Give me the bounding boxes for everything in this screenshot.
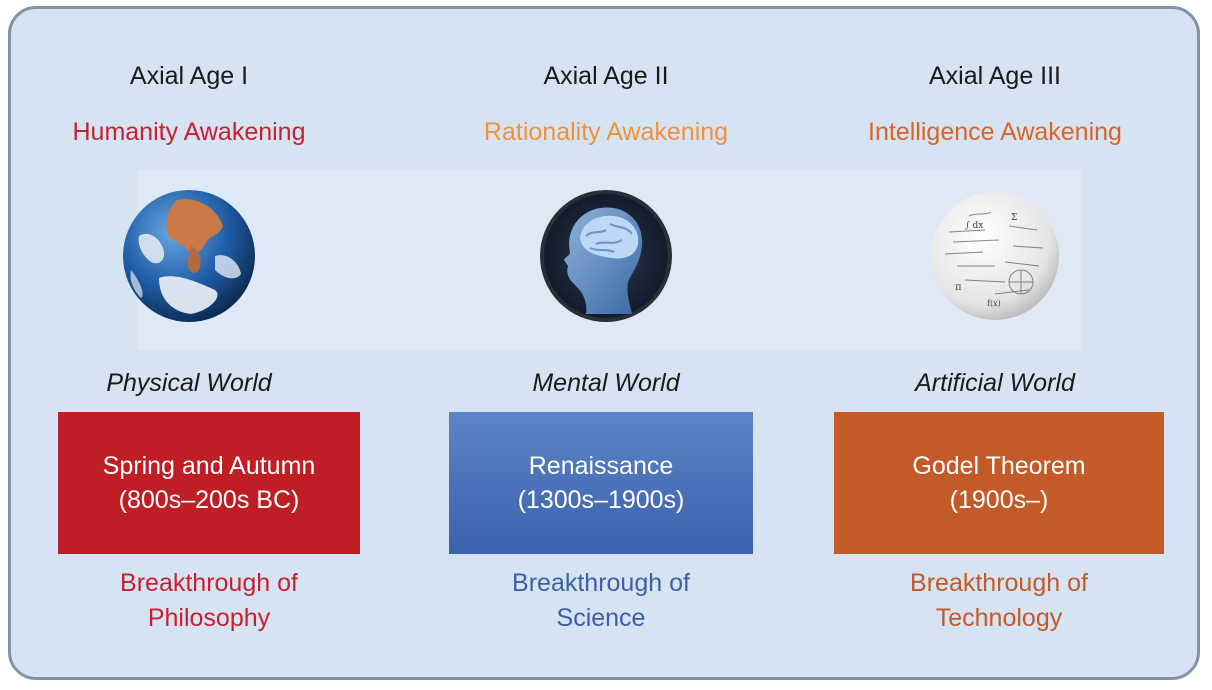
era-title: Spring and Autumn [102, 452, 316, 480]
axial-age-2-column: Axial Age II Rationality Awakening Menta… [441, 0, 771, 690]
brain-head-icon [540, 190, 672, 322]
era-box: Renaissance (1300s–1900s) [449, 412, 753, 554]
era-title: Renaissance [528, 452, 674, 480]
formula-sphere-icon: ∫ dx Σ π f(x) [931, 192, 1059, 320]
breakthrough-line-2: Science [556, 604, 646, 632]
era-dates: (1300s–1900s) [517, 486, 685, 514]
breakthrough-line-1: Breakthrough of [910, 569, 1088, 597]
svg-text:Σ: Σ [1011, 213, 1017, 223]
age-title: Axial Age II [543, 62, 669, 90]
breakthrough-line-1: Breakthrough of [512, 569, 690, 597]
world-label: Physical World [106, 369, 272, 397]
breakthrough-line-2: Technology [935, 604, 1063, 632]
breakthrough-label: Breakthrough of Philosophy [58, 566, 360, 636]
breakthrough-label: Breakthrough of Technology [834, 566, 1164, 636]
breakthrough-label: Breakthrough of Science [449, 566, 753, 636]
axial-age-3-column: Axial Age III Intelligence Awakening ∫ d… [830, 0, 1164, 690]
svg-text:π: π [955, 282, 962, 293]
era-title: Godel Theorem [912, 452, 1086, 480]
breakthrough-line-1: Breakthrough of [120, 569, 298, 597]
era-dates: (800s–200s BC) [118, 486, 300, 514]
earth-globe-icon [123, 190, 255, 322]
awakening-label: Humanity Awakening [72, 118, 306, 146]
breakthrough-line-2: Philosophy [147, 604, 271, 632]
age-title: Axial Age III [928, 62, 1062, 90]
svg-text:∫ dx: ∫ dx [965, 221, 983, 231]
world-label: Mental World [532, 369, 680, 397]
era-box: Spring and Autumn (800s–200s BC) [58, 412, 360, 554]
era-box: Godel Theorem (1900s–) [834, 412, 1164, 554]
era-dates: (1900s–) [949, 486, 1049, 514]
svg-text:f(x): f(x) [987, 299, 1001, 308]
axial-age-1-column: Axial Age I Humanity Awakening Physical … [24, 0, 360, 690]
age-title: Axial Age I [129, 62, 249, 90]
world-label: Artificial World [915, 369, 1075, 397]
awakening-label: Intelligence Awakening [868, 118, 1122, 146]
awakening-label: Rationality Awakening [483, 118, 729, 146]
